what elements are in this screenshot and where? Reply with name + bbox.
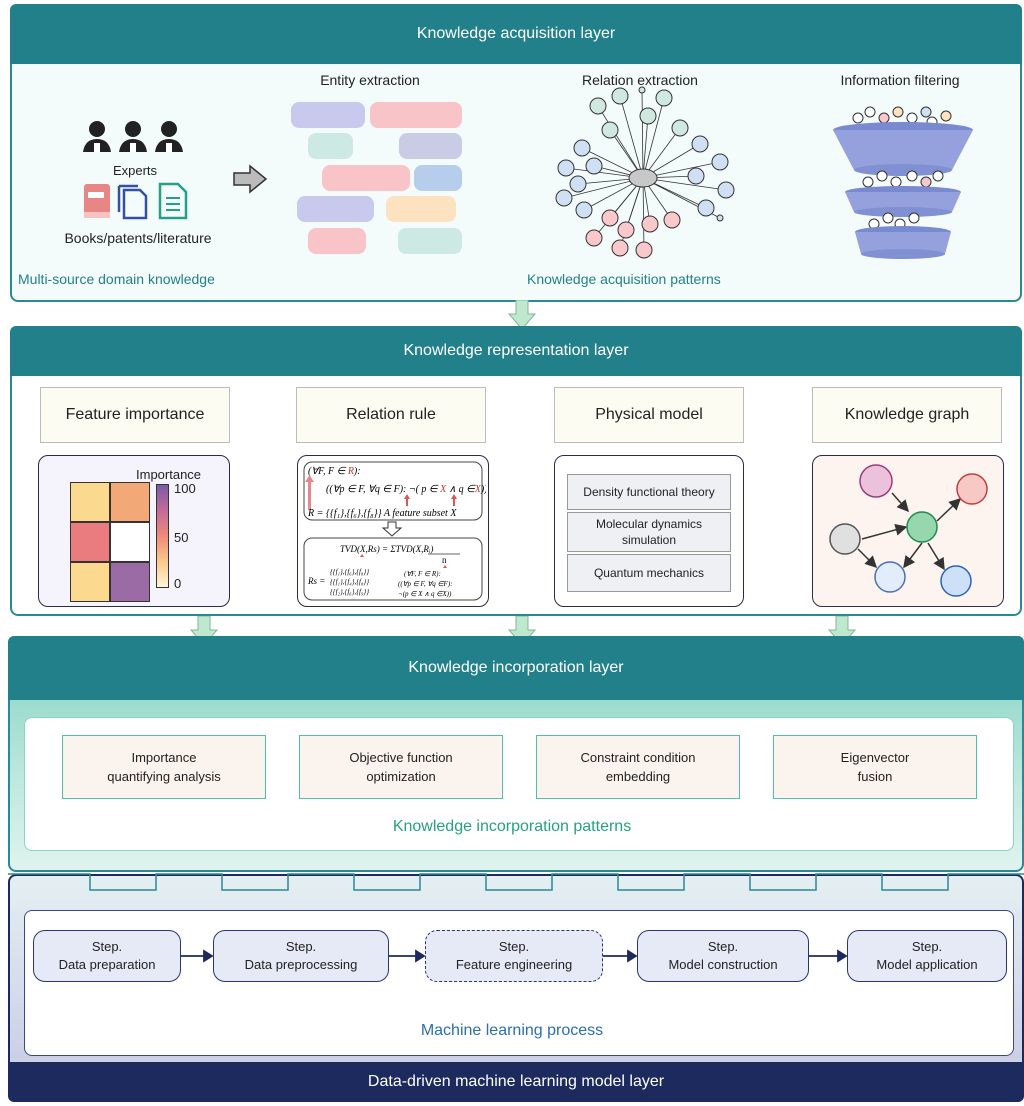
books-icon — [84, 182, 188, 220]
svg-text:((∀p ∈ F, ∀q ∈F):: ((∀p ∈ F, ∀q ∈F): — [398, 580, 453, 588]
entity-pill — [308, 228, 366, 254]
scale-min-label: 0 — [174, 576, 182, 591]
entity-pill — [386, 196, 456, 222]
connector-teeth — [8, 873, 1024, 891]
heatmap — [70, 482, 150, 602]
entity-pill — [414, 165, 462, 191]
constraint-condition-embedding: Constraint condition embedding — [536, 735, 740, 799]
entity-pill — [370, 102, 462, 128]
incorporation-layer-title: Knowledge incorporation layer — [8, 636, 1024, 700]
importance-colorbar — [156, 484, 169, 588]
eigenvector-fusion: Eigenvector fusion — [773, 735, 977, 799]
svg-text:{{f₂},{f₆},{f₉}}: {{f₂},{f₆},{f₉}} — [330, 588, 369, 596]
step-feature-engineering: Step. Feature engineering — [425, 930, 603, 982]
relation-rule-formula: (∀F, F ∈ R): ((∀p ∈ F, ∀q ∈ F): ¬( p ∈ X… — [303, 461, 486, 601]
entity-extraction-label: Entity extraction — [320, 72, 420, 88]
acquisition-patterns-label: Knowledge acquisition patterns — [527, 271, 721, 287]
svg-text:R = {{f₁},{f₆},{f₈}} A featu: R = {{f₁},{f₆},{f₈}} A feature subset X — [307, 508, 457, 519]
arrow-right-icon — [233, 164, 268, 194]
svg-text:(∀F, F ∈ R):: (∀F, F ∈ R): — [308, 466, 361, 477]
representation-layer-title: Knowledge representation layer — [10, 326, 1022, 376]
heatmap-cell — [70, 482, 110, 522]
ml-layer-title: Data-driven machine learning model layer — [8, 1062, 1024, 1102]
heatmap-cell — [70, 562, 110, 602]
heatmap-cell — [110, 482, 150, 522]
down-arrow-icon — [508, 300, 536, 330]
entity-pill — [399, 133, 462, 159]
entity-pill — [308, 133, 353, 159]
acquisition-layer-title: Knowledge acquisition layer — [10, 4, 1022, 64]
svg-text:{{f₁},{f₆},{f₈}}: {{f₁},{f₆},{f₈}} — [330, 568, 369, 576]
scale-mid-label: 50 — [174, 530, 189, 545]
incorporation-patterns-label: Knowledge incorporation patterns — [392, 818, 632, 835]
svg-text:((∀p ∈ F, ∀q ∈ F): ¬( p ∈ X ∧: ((∀p ∈ F, ∀q ∈ F): ¬( p ∈ X ∧ q ∈X)) — [326, 484, 486, 495]
ml-process-label: Machine learning process — [420, 1022, 604, 1039]
multi-source-label: Multi-source domain knowledge — [18, 271, 215, 287]
experts-icon — [83, 121, 183, 152]
importance-quantifying-analysis: Importance quantifying analysis — [62, 735, 266, 799]
information-filtering-label: Information filtering — [840, 72, 960, 88]
feature-importance-title: Feature importance — [40, 387, 230, 443]
step-arrows — [181, 949, 848, 963]
entity-pill — [297, 196, 374, 222]
filter-funnel-icon — [833, 106, 973, 259]
importance-label: Importance — [136, 467, 202, 482]
molecular-dynamics-simulation: Molecular dynamics simulation — [567, 512, 731, 552]
step-data-preparation: Step. Data preparation — [33, 930, 181, 982]
svg-text:(∀F, F ∈ R):: (∀F, F ∈ R): — [404, 570, 441, 578]
svg-text:TVD(X,Rs) = ΣTVD(X,Rᵢ): TVD(X,Rs) = ΣTVD(X,Rᵢ) — [340, 544, 433, 554]
relation-network-icon — [555, 86, 735, 259]
entity-pill — [291, 102, 365, 128]
relation-extraction-label: Relation extraction — [582, 72, 698, 88]
svg-text:n: n — [442, 555, 447, 565]
knowledge-graph-diagram — [829, 464, 988, 597]
physical-model-title: Physical model — [554, 387, 744, 443]
experts-label: Experts — [112, 163, 158, 178]
objective-function-optimization: Objective function optimization — [299, 735, 503, 799]
physical-model-panel: Density functional theory Molecular dyna… — [554, 455, 744, 607]
quantum-mechanics: Quantum mechanics — [567, 554, 731, 592]
heatmap-cell — [70, 522, 110, 562]
density-functional-theory: Density functional theory — [567, 474, 731, 510]
entity-pill — [398, 228, 462, 254]
svg-text:¬(p ∈ X ∧ q ∈X)): ¬(p ∈ X ∧ q ∈X)) — [398, 590, 452, 598]
relation-rule-title: Relation rule — [296, 387, 486, 443]
step-model-application: Step. Model application — [847, 930, 1007, 982]
scale-max-label: 100 — [174, 481, 196, 496]
books-label: Books/patents/literature — [64, 230, 212, 246]
heatmap-cell — [110, 562, 150, 602]
entity-pill — [322, 165, 410, 191]
svg-text:{{f₁},{f₄},{f₈}}: {{f₁},{f₄},{f₈}} — [330, 578, 369, 586]
knowledge-graph-title: Knowledge graph — [812, 387, 1002, 443]
heatmap-cell — [110, 522, 150, 562]
svg-text:Rs =: Rs = — [307, 576, 325, 586]
